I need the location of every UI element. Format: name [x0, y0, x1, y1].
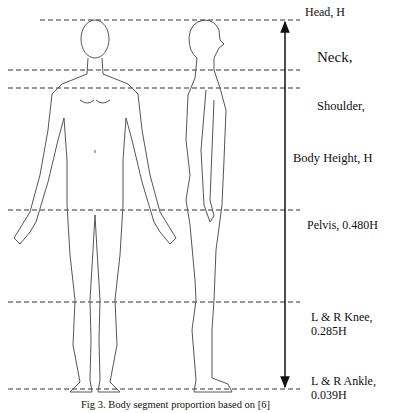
label-slot: Head, H [304, 2, 404, 20]
measurement-label: L & R Ankle, 0.039H [310, 375, 390, 403]
measurement-label: Head, H [304, 6, 346, 20]
front-figure [14, 20, 176, 392]
height-arrow [284, 22, 286, 387]
side-figure [186, 20, 232, 392]
label-slot: L & R Knee, 0.285H [310, 311, 390, 339]
measurement-label: Body Height, H [292, 151, 374, 165]
measurement-label: Pelvis, 0.480H [306, 219, 379, 233]
figure-caption: Fig 3. Body segment proportion based on … [80, 399, 271, 411]
measurement-label: Shoulder, [316, 99, 366, 113]
label-slot: Body Height, H [292, 148, 407, 166]
measurement-label: L & R Knee, 0.285H [310, 311, 390, 339]
caption-slot: Fig 3. Body segment proportion based on … [80, 394, 380, 412]
measurement-label: Neck, [316, 49, 353, 66]
label-slot: Neck, [316, 48, 406, 66]
label-slot: L & R Ankle, 0.039H [310, 375, 390, 403]
label-slot: Pelvis, 0.480H [306, 215, 408, 233]
label-slot: Shoulder, [316, 96, 406, 114]
level-lines [8, 20, 300, 389]
